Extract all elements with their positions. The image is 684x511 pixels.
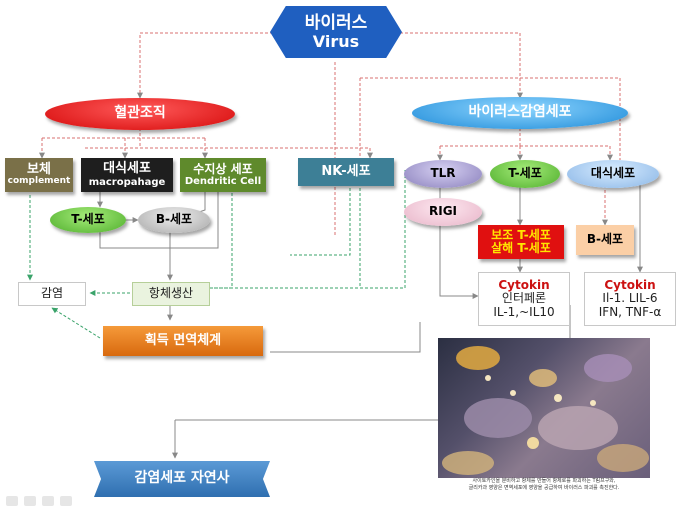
antibody-production-label: 항체생산: [148, 286, 194, 301]
back-icon[interactable]: [6, 496, 18, 506]
complement-english: complement: [7, 176, 71, 187]
acquired-immunity-bar: 획득 면역체계: [103, 326, 263, 356]
slide-nav-icons[interactable]: [6, 496, 72, 506]
cytokine-right-title: Cytokin: [604, 278, 656, 293]
blood-tissue-label: 혈관조직: [114, 105, 166, 122]
menu-icon[interactable]: [42, 496, 54, 506]
killer-t-label: 살해 T-세포: [491, 241, 551, 255]
complement-box: 보체 complement: [5, 158, 73, 192]
nk-cell-box: NK-세포: [298, 158, 394, 186]
apoptosis-banner: 감염세포 자연사: [94, 461, 270, 497]
apoptosis-label: 감염세포 자연사: [134, 470, 230, 487]
t-cell-left-oval: T-세포: [50, 207, 126, 233]
cytokine-left-title: Cytokin: [498, 278, 550, 293]
cytokine-left-box: Cytokin 인터페론 IL-1,~IL10: [478, 272, 570, 326]
helper-t-label: 보조 T-세포: [491, 227, 551, 242]
complement-korean: 보체: [27, 161, 51, 177]
caption-line1: 사이토카인을 분비하고 항체를 만들어 항체로를 파괴하는 T림프구와,: [472, 478, 616, 484]
illustration-caption: 사이토카인을 분비하고 항체를 만들어 항체로를 파괴하는 T림프구와, 글리카…: [438, 478, 650, 492]
macrophage-english: macropahage: [88, 176, 166, 188]
cytokine-right-line2: IFN, TNF-α: [598, 304, 662, 319]
infected-cell-illustration: [438, 338, 650, 478]
infected-cell-label: 바이러스감염세포: [468, 104, 572, 121]
infected-cell-branch: 바이러스감염세포: [412, 97, 628, 129]
blood-tissue-branch: 혈관조직: [45, 98, 235, 130]
infection-label: 감염: [40, 286, 64, 301]
tlr-label: TLR: [430, 166, 456, 181]
cytokine-left-line2: IL-1,~IL10: [493, 304, 555, 319]
b-cell-right-box: B-세포: [576, 225, 634, 255]
virus-title: 바이러스 Virus: [270, 6, 402, 58]
macrophage-korean: 대식세포: [103, 161, 151, 177]
b-cell-left-oval: B-세포: [138, 207, 210, 233]
infection-box: 감염: [18, 282, 86, 306]
rigi-oval: RIGI: [404, 198, 482, 226]
cytokine-right-line1: Il-1. LIL-6: [602, 291, 658, 306]
virus-title-korean: 바이러스: [304, 12, 368, 33]
dendritic-korean: 수지상 세포: [193, 161, 253, 176]
cytokine-right-box: Cytokin Il-1. LIL-6 IFN, TNF-α: [584, 272, 676, 326]
macrophage-right-label: 대식세포: [590, 166, 636, 181]
t-cell-right-label: T-세포: [508, 166, 542, 181]
cytokine-left-line1: 인터페론: [501, 291, 547, 306]
t-cell-right-oval: T-세포: [490, 160, 560, 188]
nk-cell-label: NK-세포: [321, 163, 371, 179]
caption-line2: 글리카과 영양은 면역세포에 영양을 공급하여 바이러스 파괴를 촉진한다.: [468, 485, 620, 491]
antibody-production-box: 항체생산: [132, 282, 210, 306]
macrophage-box: 대식세포 macropahage: [81, 158, 173, 192]
pen-icon[interactable]: [24, 496, 36, 506]
tlr-oval: TLR: [404, 160, 482, 188]
virus-title-english: Virus: [312, 31, 360, 51]
t-cell-left-label: T-세포: [71, 212, 105, 227]
cell-artwork: [442, 346, 649, 475]
forward-icon[interactable]: [60, 496, 72, 506]
dendritic-english: Dendritic Cell: [184, 176, 262, 188]
b-cell-left-label: B-세포: [155, 212, 193, 227]
helper-killer-t-box: 보조 T-세포 살해 T-세포: [478, 225, 564, 259]
macrophage-right-oval: 대식세포: [567, 160, 659, 188]
rigi-label: RIGI: [428, 204, 458, 219]
b-cell-right-label: B-세포: [586, 232, 624, 247]
dendritic-cell-box: 수지상 세포 Dendritic Cell: [180, 158, 266, 192]
acquired-immunity-label: 획득 면역체계: [144, 332, 222, 348]
